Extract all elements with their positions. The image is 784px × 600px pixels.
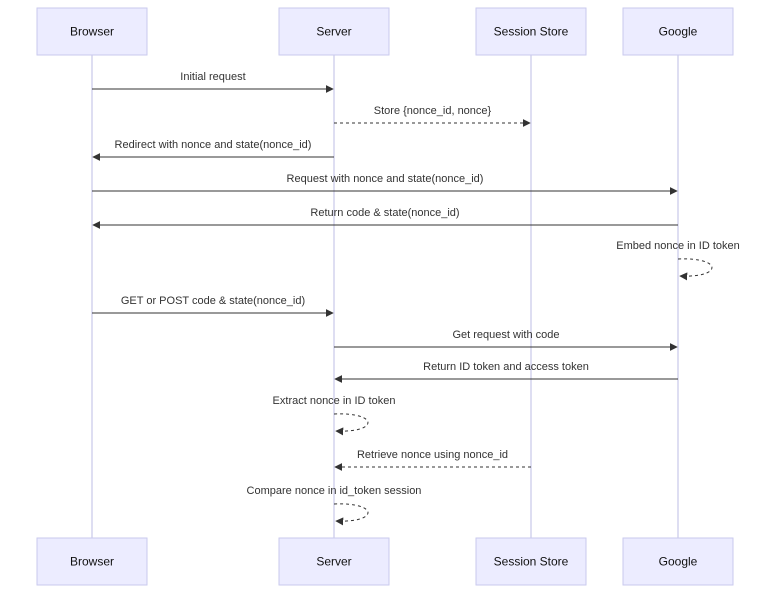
actor-server-bottom: Server	[278, 537, 390, 586]
actor-box	[36, 537, 148, 586]
message-label: Extract nonce in ID token	[273, 395, 396, 407]
actor-label: Session Store	[494, 25, 569, 39]
actor-box	[278, 537, 390, 586]
message-label: Compare nonce in id_token session	[247, 485, 422, 497]
message-label: Retrieve nonce using nonce_id	[357, 449, 508, 461]
actor-box	[622, 537, 734, 586]
message-label: Store {nonce_id, nonce}	[374, 105, 492, 117]
message-11: Retrieve nonce using nonce_id	[334, 449, 531, 471]
message-7: GET or POST code & state(nonce_id)	[92, 295, 334, 317]
actor-box	[622, 7, 734, 56]
message-12: Compare nonce in id_token session	[247, 485, 422, 526]
actor-box	[475, 537, 587, 586]
actor-box	[36, 7, 148, 56]
message-10: Extract nonce in ID token	[273, 395, 396, 436]
self-message-arrow	[333, 503, 369, 526]
message-label: GET or POST code & state(nonce_id)	[121, 295, 305, 307]
actor-google-bottom: Google	[622, 537, 734, 586]
message-label: Return ID token and access token	[423, 361, 589, 373]
message-label: Embed nonce in ID token	[616, 240, 740, 252]
message-label: Initial request	[180, 71, 245, 83]
actor-browser-bottom: Browser	[36, 537, 148, 586]
actor-session_store-bottom: Session Store	[475, 537, 587, 586]
message-label: Get request with code	[452, 329, 559, 341]
actor-box	[278, 7, 390, 56]
message-5: Return code & state(nonce_id)	[92, 207, 678, 229]
actor-google-top: Google	[622, 7, 734, 56]
message-9: Return ID token and access token	[334, 361, 678, 383]
actor-label: Google	[659, 555, 698, 569]
actor-label: Google	[659, 25, 698, 39]
message-6: Embed nonce in ID token	[616, 240, 740, 281]
actor-server-top: Server	[278, 7, 390, 56]
message-8: Get request with code	[334, 329, 678, 351]
actor-label: Session Store	[494, 555, 569, 569]
message-label: Request with nonce and state(nonce_id)	[287, 173, 484, 185]
self-message-arrow	[333, 413, 369, 436]
actor-label: Browser	[70, 555, 114, 569]
message-4: Request with nonce and state(nonce_id)	[92, 173, 678, 195]
message-label: Return code & state(nonce_id)	[310, 207, 459, 219]
message-3: Redirect with nonce and state(nonce_id)	[92, 139, 334, 161]
actor-label: Browser	[70, 25, 114, 39]
actor-browser-top: Browser	[36, 7, 148, 56]
self-message-arrow	[677, 258, 713, 281]
actor-session_store-top: Session Store	[475, 7, 587, 56]
message-label: Redirect with nonce and state(nonce_id)	[115, 139, 312, 151]
actor-label: Server	[316, 25, 351, 39]
actor-label: Server	[316, 555, 351, 569]
actor-box	[475, 7, 587, 56]
message-1: Initial request	[92, 71, 334, 93]
message-2: Store {nonce_id, nonce}	[334, 105, 531, 127]
